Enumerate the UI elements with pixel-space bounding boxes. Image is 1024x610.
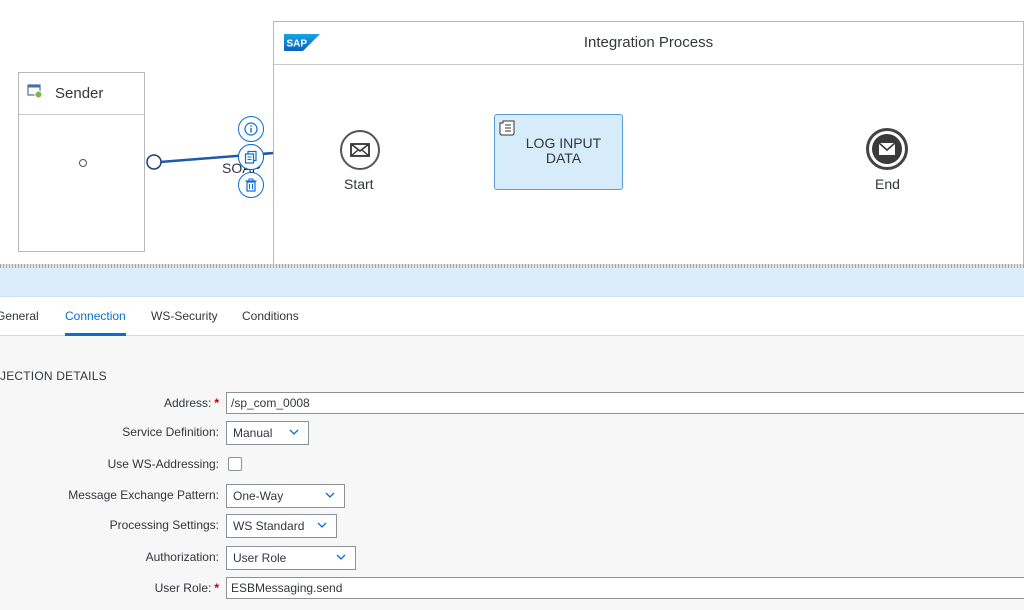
processing-settings-label: Processing Settings:: [109, 518, 219, 532]
end-event-label: End: [875, 176, 900, 192]
info-button[interactable]: [238, 116, 264, 142]
log-input-data-task[interactable]: LOG INPUT DATA: [494, 114, 623, 190]
ws-addressing-row: Use WS-Addressing:: [0, 453, 1024, 477]
authorization-row: Authorization: User Role: [0, 546, 1024, 570]
ws-addressing-checkbox[interactable]: [228, 457, 242, 471]
address-input[interactable]: /sp_com_0008: [226, 392, 1024, 414]
message-envelope-icon: [350, 143, 370, 157]
start-event-label: Start: [344, 176, 374, 192]
chevron-down-icon: [336, 554, 346, 560]
delete-button[interactable]: [238, 172, 264, 198]
svg-text:SAP: SAP: [287, 39, 308, 50]
chevron-down-icon: [325, 492, 335, 498]
service-definition-row: Service Definition: Manual: [0, 421, 1024, 445]
service-definition-label: Service Definition:: [122, 425, 219, 439]
processing-settings-row: Processing Settings: WS Standard: [0, 514, 1024, 538]
tab-general[interactable]: General: [0, 309, 39, 323]
pool-title: Integration Process: [583, 34, 714, 51]
sender-label: Sender: [55, 85, 104, 102]
tab-connection[interactable]: Connection: [65, 297, 126, 336]
sender-participant[interactable]: Sender: [18, 72, 145, 252]
end-event[interactable]: [866, 128, 908, 170]
authorization-label: Authorization:: [145, 550, 219, 564]
connection-label: SOAP: [222, 160, 261, 176]
tab-ws-security[interactable]: WS-Security: [151, 309, 218, 323]
panel-header-bar: [0, 268, 1024, 297]
sender-header: Sender: [19, 73, 144, 115]
panel-resize-splitter[interactable]: [0, 264, 1024, 268]
mep-label: Message Exchange Pattern:: [68, 488, 219, 502]
service-definition-select[interactable]: Manual: [226, 421, 309, 445]
ws-addressing-label: Use WS-Addressing:: [107, 457, 219, 471]
section-title: JECTION DETAILS: [0, 369, 107, 383]
chevron-down-icon: [289, 429, 299, 435]
task-label: LOG INPUT DATA: [525, 135, 602, 166]
user-role-input[interactable]: ESBMessaging.send: [226, 577, 1024, 599]
start-event[interactable]: [340, 130, 380, 170]
integration-process-pool[interactable]: SAP Integration Process: [273, 21, 1024, 266]
pool-header: SAP Integration Process: [274, 22, 1023, 65]
info-icon: [244, 122, 258, 136]
script-icon: [499, 120, 515, 136]
mep-row: Message Exchange Pattern: One-Way: [0, 484, 1024, 508]
user-role-row: User Role:* ESBMessaging.send: [0, 577, 1024, 601]
process-canvas[interactable]: Sender SAP Integration Process: [0, 0, 1024, 266]
authorization-select[interactable]: User Role: [226, 546, 356, 570]
user-role-label: User Role:*: [154, 581, 219, 595]
address-row: Address:* /sp_com_0008: [0, 392, 1024, 416]
connection-action-menu: [238, 116, 266, 200]
sap-logo-icon: SAP: [284, 34, 320, 51]
properties-tabs: General Connection WS-Security Condition…: [0, 297, 1024, 336]
chevron-down-icon: [317, 522, 327, 528]
message-end-icon: [878, 142, 896, 155]
connection-source-handle: [146, 154, 162, 170]
tab-conditions[interactable]: Conditions: [242, 309, 299, 323]
sender-system-icon: [27, 83, 43, 104]
sender-port[interactable]: [79, 159, 87, 167]
properties-panel: General Connection WS-Security Condition…: [0, 268, 1024, 610]
mep-select[interactable]: One-Way: [226, 484, 345, 508]
delete-icon: [245, 178, 257, 192]
address-label: Address:*: [163, 396, 219, 410]
processing-settings-select[interactable]: WS Standard: [226, 514, 337, 538]
